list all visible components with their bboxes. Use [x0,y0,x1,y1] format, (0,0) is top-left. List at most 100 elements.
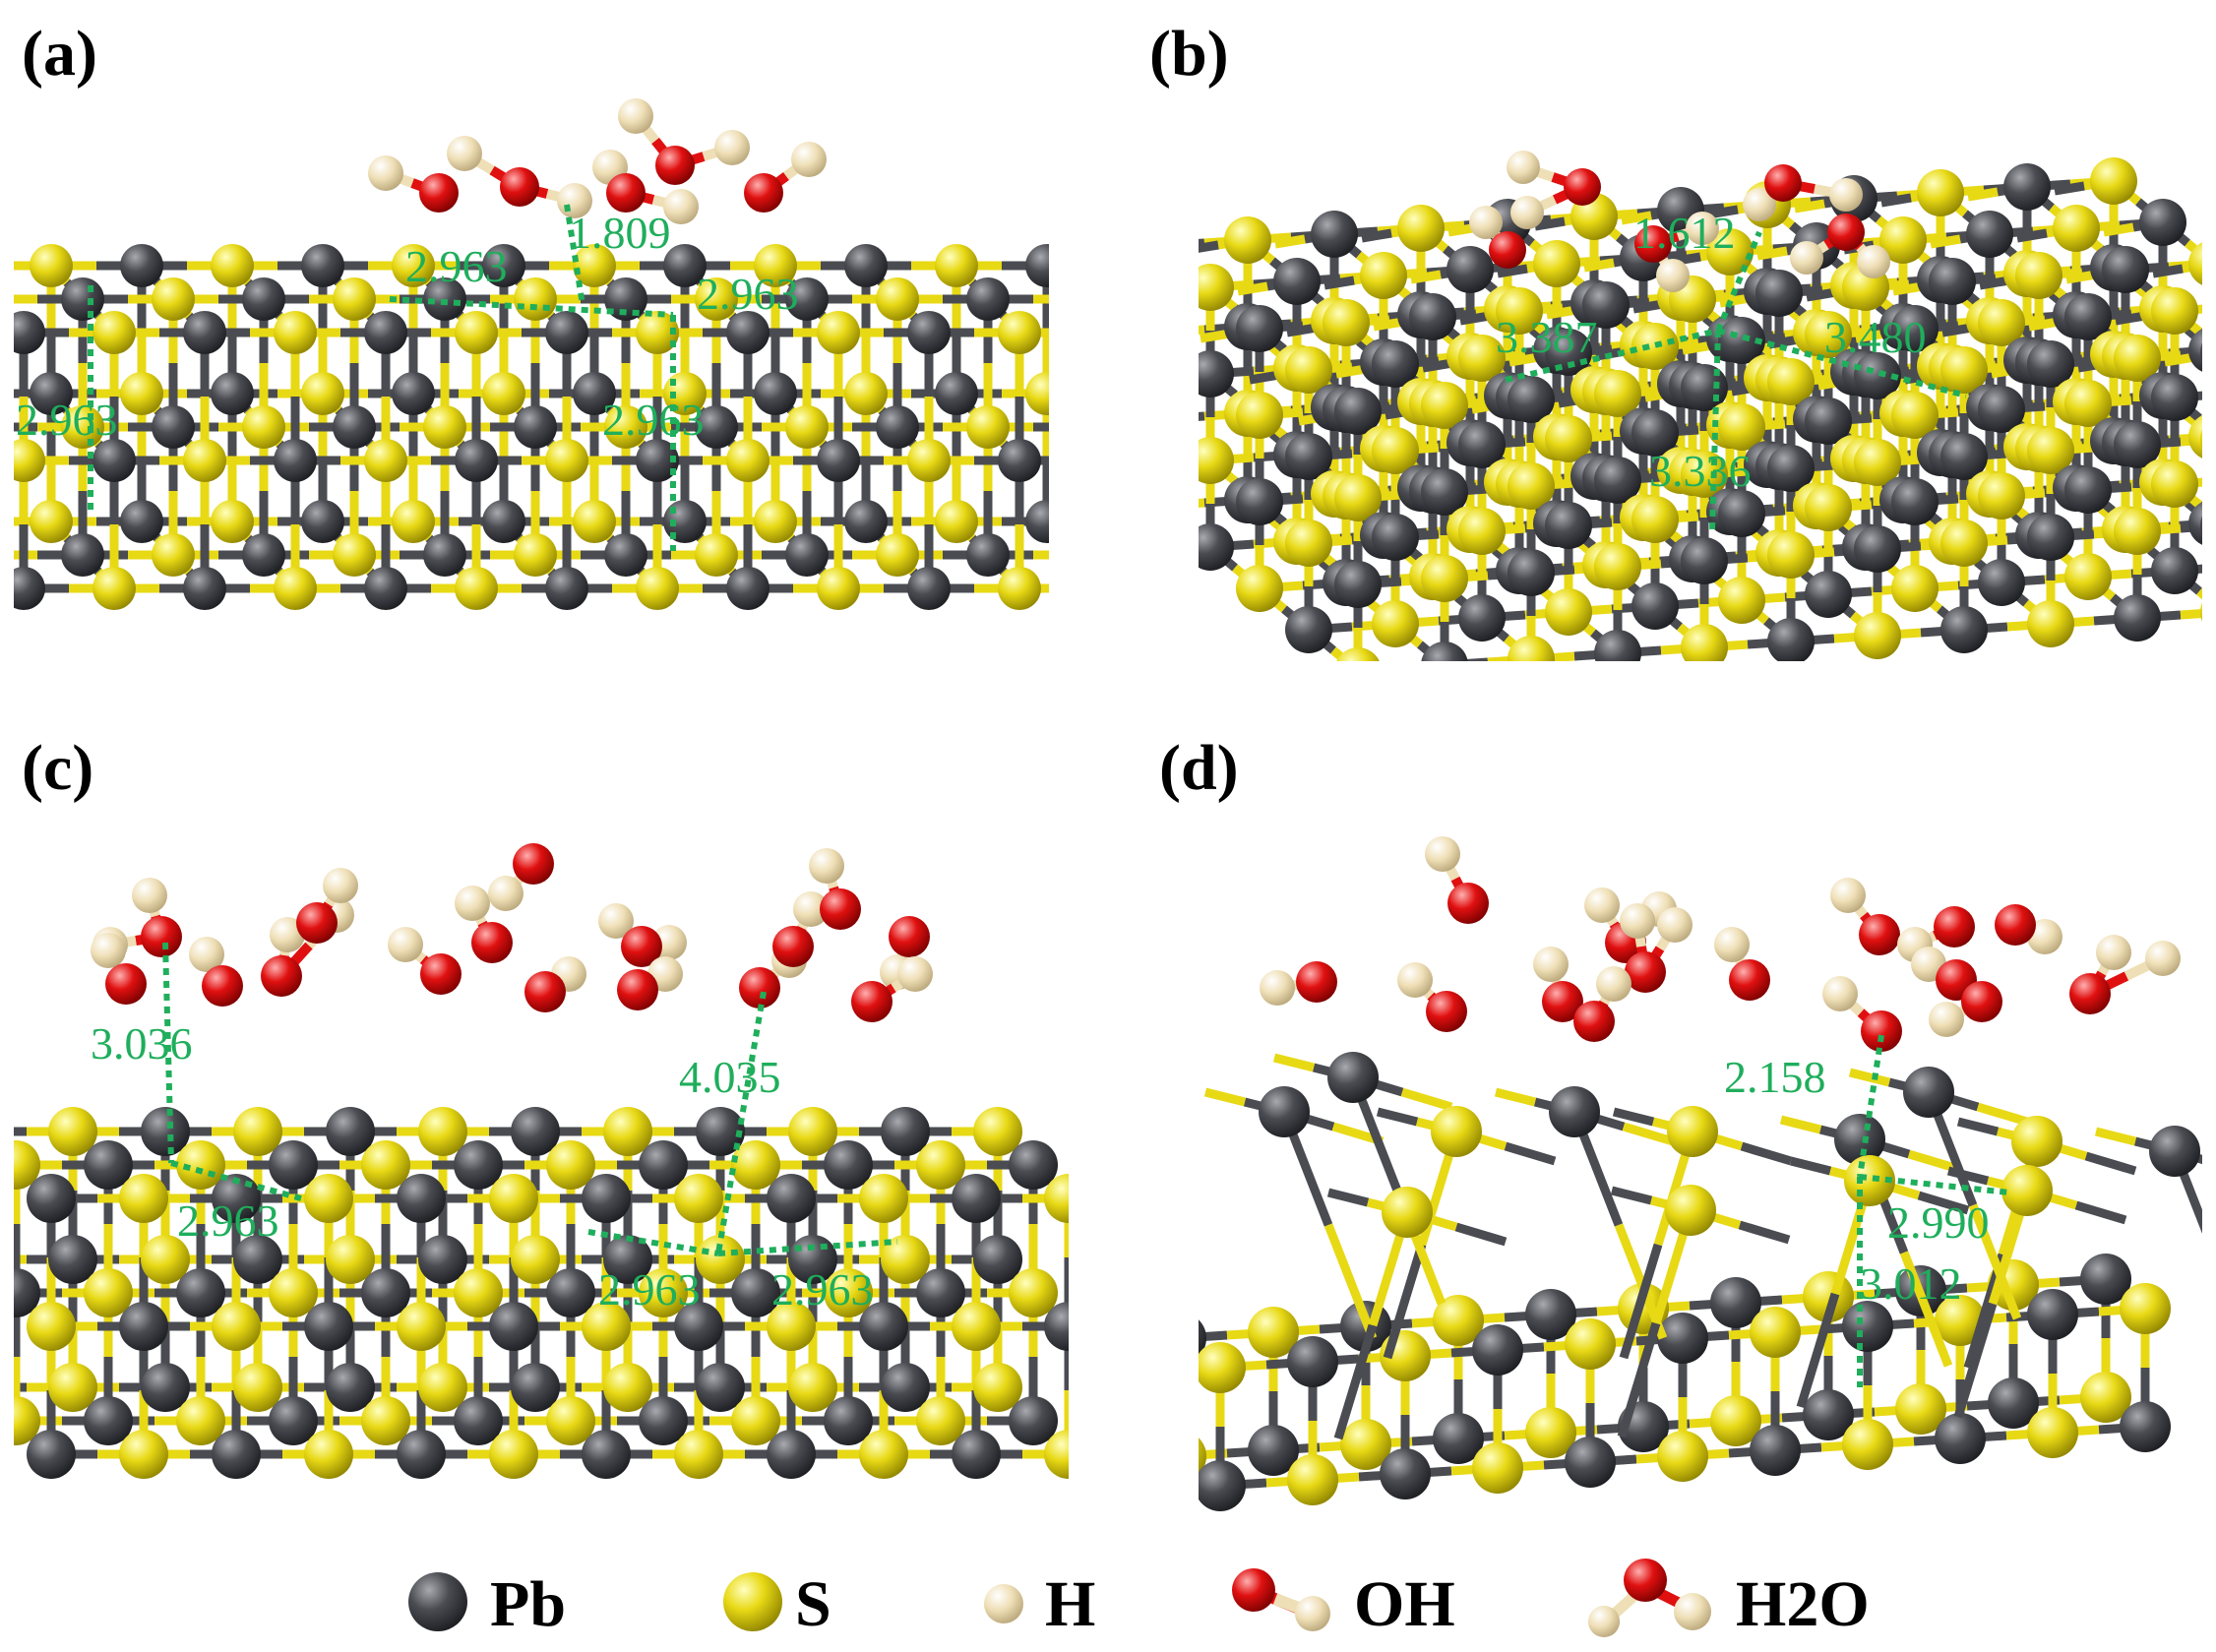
pb-atom [397,1430,446,1479]
pb-atom [242,533,285,577]
bond [0,299,8,316]
s-atom [573,244,616,287]
pb-atom [326,1107,375,1156]
pb-atom [935,372,978,415]
bond [1621,211,1652,225]
s-atom [788,1363,837,1412]
s-atom [1431,1106,1482,1157]
bond [14,1412,20,1424]
pb-atom [301,244,344,287]
pb-atom [695,405,738,449]
distance-line [564,204,585,306]
pb-atom [1750,1425,1801,1476]
s-atom [1433,1295,1484,1346]
s-atom [304,1174,353,1223]
pb-atom [844,244,888,287]
s-atom [1421,382,1468,429]
pb-atom [573,372,616,415]
o-atom [105,963,147,1005]
s-atom [1372,600,1419,647]
bond [1504,1141,1557,1166]
s-atom [881,1235,930,1284]
pb-atom [639,1396,688,1445]
bond [2016,228,2048,243]
pb-atom [1199,1319,1206,1357]
bond [1326,1188,1370,1207]
bond [1779,1115,1822,1134]
pb-atom [1138,396,1185,443]
bond [1619,1243,1663,1360]
bond [1161,246,1186,267]
bond [1094,316,1110,333]
pb-atom [639,1140,688,1190]
legend-label-h: H [1045,1568,1095,1640]
s-atom [696,1235,745,1284]
pb-atom [183,567,226,610]
dist-label-b-2: 3.387 [1496,312,1598,362]
s-atom [1025,372,1049,415]
o-atom [1489,231,1526,269]
s-atom [2011,1116,2062,1167]
pb-atom [1199,1460,1246,1511]
s-atom [2001,1165,2053,1216]
pb-atom [1805,398,1852,445]
s-atom [859,1430,908,1479]
s-atom [1978,299,2025,346]
h-atom [1596,966,1631,1002]
s-atom [695,277,738,321]
s-atom [876,533,919,577]
dist-label-c-3: 2.963 [177,1195,279,1246]
bond [1880,193,1912,208]
bond [1583,258,1615,273]
dist-label-b-4: 3.336 [1649,446,1752,496]
o-atom [2069,973,2111,1014]
s-atom [731,1396,780,1445]
s-atom [2090,157,2137,205]
distance-line [1505,328,1719,383]
pb-atom [1285,433,1332,480]
pb-atom [1433,1413,1484,1464]
h-atom [1533,947,1569,982]
bond [1043,520,1049,530]
s-atom [966,405,1010,449]
pb-atom [824,1396,873,1445]
s-atom [2188,415,2202,459]
s-atom [876,277,919,321]
s-atom [1057,533,1100,577]
s-atom [1533,240,1580,287]
s-atom [546,1140,595,1190]
s-atom [998,311,1041,354]
s-atom [489,1174,538,1223]
bond [1043,392,1049,402]
pb-atom [1009,1140,1058,1190]
s-atom [1854,439,1901,486]
s-atom [1545,415,1592,462]
h-atom [455,886,490,921]
s-atom [514,533,557,577]
legend-label-h2o: H2O [1736,1568,1870,1640]
pb-atom [1334,388,1382,435]
h-atom [189,937,224,972]
adsorbates-b [1469,151,1890,292]
bond [1946,1166,1990,1186]
bond [2180,435,2202,447]
pb-atom [1978,559,2025,606]
s-atom [392,500,435,543]
pb-atom [1545,502,1592,549]
s-atom [423,405,466,449]
lattice-a [0,244,1110,610]
s-atom [545,439,588,482]
pb-atom [973,1235,1022,1284]
bond [1789,1156,1832,1176]
s-atom [973,1107,1022,1156]
h-atom [1857,245,1890,278]
s-atom [1397,205,1445,252]
pb-atom [183,311,226,354]
pb-atom [1929,258,1976,305]
pb-atom [1044,1302,1069,1351]
pb-atom [1710,1277,1761,1328]
dist-label-d-3: 3.012 [1860,1258,1962,1309]
bond [1454,1222,1508,1247]
h-atom [809,848,844,884]
s-atom [364,439,407,482]
